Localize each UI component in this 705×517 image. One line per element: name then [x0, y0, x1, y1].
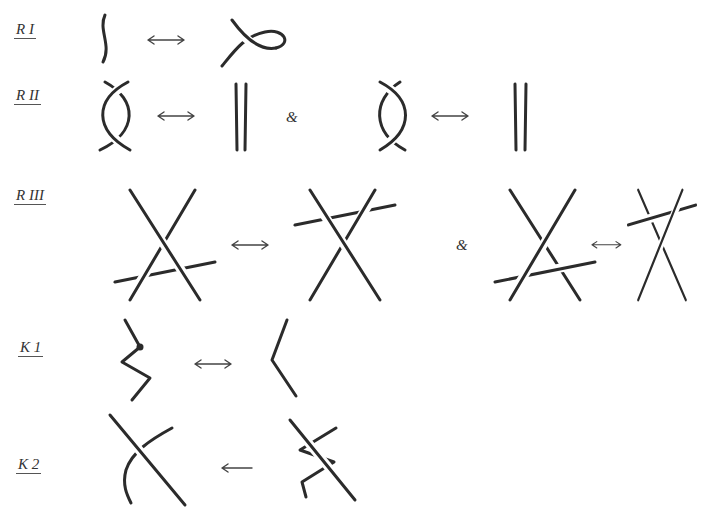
- move-label: K 2: [16, 455, 41, 474]
- move-label: R III: [14, 186, 46, 205]
- connective-mark: &: [284, 108, 300, 126]
- connective-mark: &: [454, 236, 470, 254]
- move-label: R I: [14, 20, 36, 39]
- move-label: R II: [14, 86, 41, 105]
- move-label: K 1: [18, 338, 43, 357]
